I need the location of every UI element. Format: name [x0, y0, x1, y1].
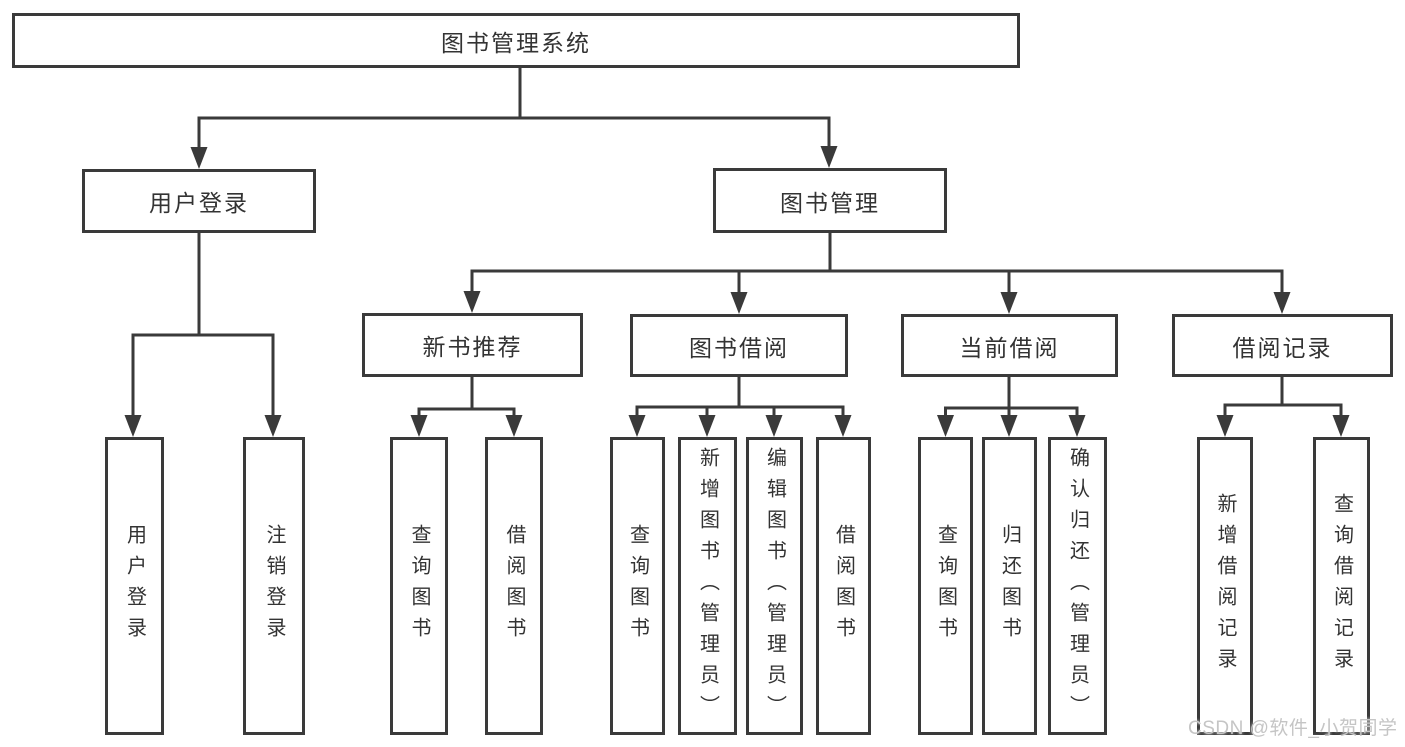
connector-borrowing-records [1216, 377, 1350, 437]
connector-root [190, 68, 838, 169]
node-leaf-query-books-2: 查询图书 [610, 437, 665, 735]
connector-book-management [463, 233, 1291, 314]
node-root: 图书管理系统 [12, 13, 1020, 68]
leaf-label: 新增图书（管理员） [696, 446, 719, 726]
node-book-borrowing-label: 图书借阅 [689, 334, 789, 361]
node-leaf-query-books-1: 查询图书 [390, 437, 448, 735]
node-user-login-label: 用户登录 [149, 190, 249, 216]
node-leaf-logout: 注销登录 [243, 437, 305, 735]
leaf-label: 借阅图书 [503, 524, 525, 648]
node-leaf-query-books-3: 查询图书 [918, 437, 973, 735]
leaf-label: 查询图书 [408, 524, 430, 648]
connector-new-book-recommend [410, 377, 523, 437]
node-leaf-edit-books-admin: 编辑图书（管理员） [746, 437, 803, 735]
node-borrowing-records-label: 借阅记录 [1232, 334, 1333, 361]
node-leaf-confirm-return-admin: 确认归还（管理员） [1048, 437, 1107, 735]
node-leaf-query-borrow-record: 查询借阅记录 [1313, 437, 1370, 735]
node-new-book-recommend-label: 新书推荐 [422, 334, 523, 360]
leaf-label: 查询借阅记录 [1330, 493, 1353, 679]
node-leaf-return-books: 归还图书 [982, 437, 1037, 735]
node-leaf-borrow-books-1: 借阅图书 [485, 437, 543, 735]
node-leaf-add-borrow-record: 新增借阅记录 [1197, 437, 1253, 735]
leaf-label: 查询图书 [934, 524, 957, 648]
connector-book-borrowing [628, 377, 852, 437]
connector-current-borrowing [937, 377, 1086, 437]
node-user-login: 用户登录 [82, 169, 316, 233]
leaf-label: 归还图书 [998, 524, 1021, 648]
leaf-label: 注销登录 [263, 524, 285, 648]
node-book-management: 图书管理 [713, 168, 947, 233]
leaf-label: 新增借阅记录 [1214, 493, 1236, 679]
node-current-borrowing-label: 当前借阅 [959, 334, 1060, 361]
leaf-label: 查询图书 [626, 524, 649, 648]
node-current-borrowing: 当前借阅 [901, 314, 1118, 377]
leaf-label: 确认归还（管理员） [1066, 446, 1089, 726]
node-leaf-user-login: 用户登录 [105, 437, 164, 735]
leaf-label: 编辑图书（管理员） [763, 446, 786, 726]
node-borrowing-records: 借阅记录 [1172, 314, 1393, 377]
leaf-label: 借阅图书 [832, 524, 855, 648]
node-leaf-add-books-admin: 新增图书（管理员） [678, 437, 737, 735]
node-book-borrowing: 图书借阅 [630, 314, 848, 377]
node-leaf-borrow-books-2: 借阅图书 [816, 437, 871, 735]
node-new-book-recommend: 新书推荐 [362, 313, 583, 377]
node-root-label: 图书管理系统 [441, 29, 591, 56]
watermark: CSDN @软件_小贺同学 [1188, 718, 1398, 739]
connector-user-login [124, 233, 282, 437]
node-book-management-label: 图书管理 [780, 189, 880, 216]
leaf-label: 用户登录 [123, 524, 146, 648]
